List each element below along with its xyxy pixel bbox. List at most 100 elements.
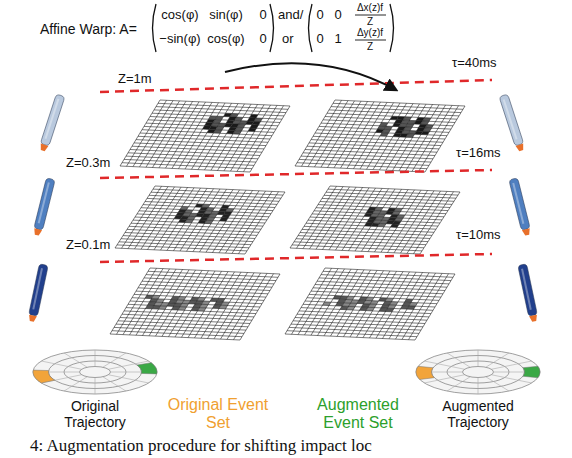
pen-tip bbox=[33, 228, 42, 236]
figure-label: Δy(z)f bbox=[270, 27, 470, 39]
figure-label: Z=0.3m bbox=[66, 156, 110, 171]
pen-icon bbox=[518, 264, 539, 323]
figure-label: 0 bbox=[163, 32, 363, 47]
figure-label: Affine Warp: A= bbox=[40, 21, 137, 37]
target-spoke bbox=[41, 361, 81, 369]
grid-line bbox=[232, 191, 272, 253]
matrix-bracket bbox=[153, 4, 157, 52]
target-spoke bbox=[447, 377, 470, 391]
target-spoke bbox=[447, 353, 470, 367]
grid-line bbox=[289, 327, 419, 333]
grid-line bbox=[407, 191, 447, 253]
figure-label: 0 bbox=[163, 8, 363, 23]
figure-label: Z=0.1m bbox=[66, 238, 110, 253]
pen-body bbox=[29, 264, 49, 317]
pen-tip bbox=[39, 144, 48, 152]
pen-highlight bbox=[503, 99, 518, 140]
grid-ground bbox=[290, 186, 460, 254]
grid-line bbox=[234, 274, 274, 340]
target-spoke bbox=[103, 353, 126, 367]
figure-label: Z bbox=[270, 16, 470, 28]
grid-line bbox=[122, 163, 252, 169]
pen-tip bbox=[522, 228, 531, 236]
pen-body bbox=[509, 178, 530, 231]
pen-highlight bbox=[521, 269, 532, 310]
depth-line bbox=[100, 170, 492, 178]
pen-icon bbox=[27, 264, 48, 323]
pen-tip bbox=[28, 315, 37, 323]
figure-label: 0 bbox=[220, 32, 420, 47]
grid-line bbox=[120, 166, 250, 172]
figure-label: Z bbox=[270, 41, 470, 53]
figure-label: Original Trajectory bbox=[45, 398, 145, 430]
event-grid bbox=[295, 100, 465, 172]
target-ring bbox=[33, 350, 157, 394]
figure-label: 0 bbox=[220, 8, 420, 23]
figure-caption: 4: Augmentation procedure for shifting i… bbox=[30, 436, 372, 456]
pen-tip bbox=[516, 144, 525, 152]
fraction-bar bbox=[355, 15, 386, 16]
pen-body bbox=[499, 94, 524, 146]
grid-line bbox=[240, 274, 280, 340]
pen-icon bbox=[499, 94, 525, 152]
pen-icon bbox=[38, 94, 64, 152]
target-spoke bbox=[478, 350, 479, 367]
augmented-impact-zone bbox=[137, 363, 157, 374]
grid-line bbox=[291, 324, 421, 330]
figure-label: and/ bbox=[278, 8, 303, 23]
grid-line bbox=[239, 192, 279, 254]
target-spoke bbox=[64, 377, 87, 391]
grid-line bbox=[301, 156, 431, 162]
figure-label: cos(φ) bbox=[126, 32, 326, 47]
pen-highlight bbox=[38, 182, 50, 223]
grid-line bbox=[294, 242, 424, 248]
grid-line bbox=[250, 106, 290, 172]
pen-tip bbox=[529, 315, 538, 323]
depth-line bbox=[100, 254, 492, 262]
depth-line bbox=[100, 80, 492, 92]
grid-line bbox=[116, 324, 246, 330]
grid-line bbox=[287, 331, 417, 337]
grid-line bbox=[409, 274, 449, 340]
target-ring bbox=[80, 367, 111, 378]
figure-label: Z=1m bbox=[118, 72, 152, 87]
matrix-bracket bbox=[390, 4, 394, 52]
grid-line bbox=[402, 273, 442, 339]
grid-line bbox=[119, 242, 249, 248]
grid-line bbox=[112, 331, 242, 337]
grid-line bbox=[126, 156, 256, 162]
grid-ground bbox=[295, 100, 465, 172]
pen-body bbox=[34, 178, 55, 231]
target-board bbox=[416, 350, 540, 394]
target-spoke bbox=[108, 375, 148, 383]
grid-ground bbox=[120, 100, 290, 172]
event-grid bbox=[120, 100, 290, 172]
pen-highlight bbox=[45, 99, 60, 140]
grid-ground bbox=[285, 268, 455, 340]
figure-label: Augmented Event Set bbox=[298, 396, 418, 433]
pen-highlight bbox=[32, 268, 43, 309]
original-impact-zone bbox=[33, 370, 55, 383]
target-board bbox=[33, 350, 157, 394]
event-grid bbox=[290, 186, 460, 254]
grid-line bbox=[124, 159, 254, 165]
grid-line bbox=[115, 248, 245, 254]
target-ring bbox=[416, 350, 540, 394]
target-spoke bbox=[64, 353, 87, 367]
grid-line bbox=[292, 245, 422, 251]
grid-line bbox=[419, 106, 459, 172]
grid-line bbox=[245, 192, 285, 254]
grid-line bbox=[227, 273, 267, 339]
target-spoke bbox=[103, 377, 126, 391]
pen-highlight bbox=[512, 183, 524, 224]
warp-arrow bbox=[225, 63, 396, 90]
target-ring bbox=[463, 367, 494, 378]
pen-body bbox=[518, 264, 538, 317]
pen-body bbox=[40, 94, 65, 146]
target-spoke bbox=[486, 377, 509, 391]
figure-label: τ=40ms bbox=[452, 56, 497, 71]
figure-label: Δx(z)f bbox=[270, 2, 470, 14]
grid-line bbox=[114, 327, 244, 333]
event-grid bbox=[110, 268, 280, 340]
